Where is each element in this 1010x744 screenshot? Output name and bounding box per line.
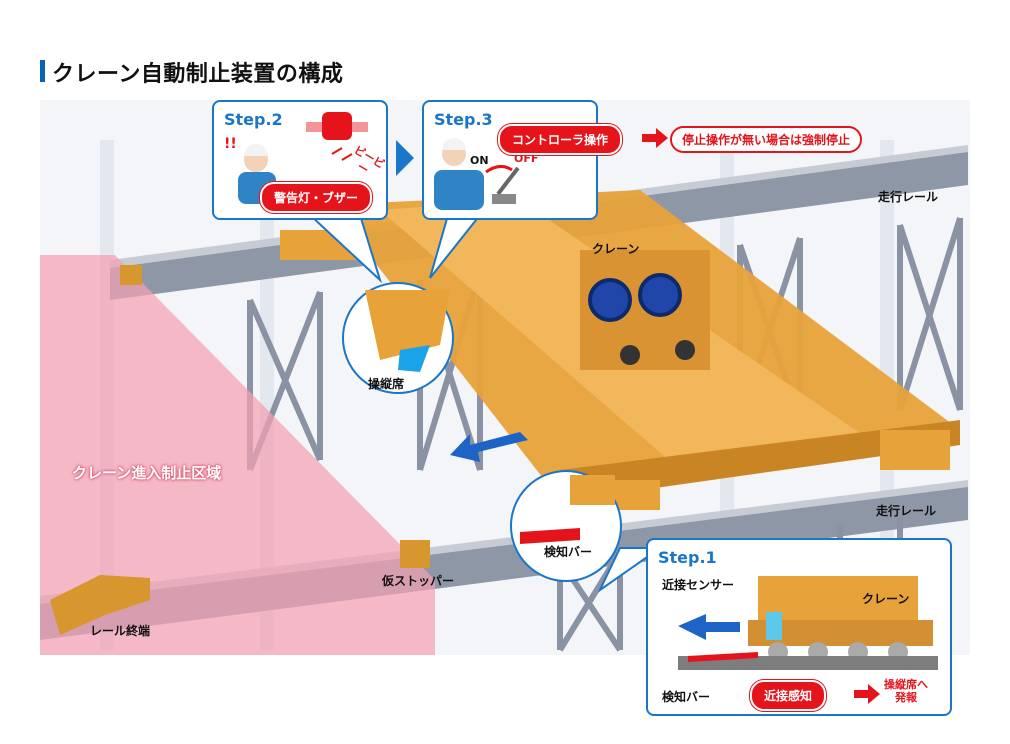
step1-direction-arrow (678, 614, 740, 640)
step2-alert-pill: 警告灯・ブザー (260, 182, 373, 213)
exclaim-mark: !! (224, 136, 237, 152)
crane-label: クレーン (592, 242, 640, 256)
rail-label-top: 走行レール (878, 190, 939, 204)
restriction-zone (40, 255, 435, 655)
rail-end-label: レール終端 (90, 624, 151, 638)
step1-crane-body (758, 576, 918, 620)
step1-bar-label: 検知バー (662, 690, 711, 704)
proximity-sensor-icon (766, 612, 782, 640)
hoist-drum-2 (638, 273, 682, 317)
step1-result-line1: 操縦席へ (884, 678, 928, 691)
cab-label: 操縦席 (368, 377, 405, 391)
step2-to-step3-arrow (396, 140, 414, 176)
step3-illustration (434, 138, 520, 210)
step3-result-arrow-icon (642, 128, 668, 148)
step3-controller-pill: コントローラ操作 (498, 124, 623, 155)
step1-result-arrow-icon (854, 684, 880, 704)
rail-label-bottom: 走行レール (876, 504, 937, 518)
temp-stopper (400, 540, 430, 568)
step1-illustration (678, 576, 938, 670)
operator-icon (434, 170, 484, 210)
on-label: ON (470, 154, 489, 167)
step1-sensor-label: 近接センサー (662, 578, 735, 592)
title-accent-bar (40, 60, 45, 82)
step1-proximity-pill: 近接感知 (750, 680, 827, 711)
page-title: クレーン自動制止装置の構成 (52, 62, 344, 87)
step1-heading: Step.1 (658, 548, 717, 567)
step3-panel: Step.3 ON OFF (422, 100, 598, 220)
step3-result-pill: 停止操作が無い場合は強制停止 (670, 126, 863, 153)
step3-heading: Step.3 (434, 110, 493, 129)
step1-panel: Step.1 近接センサー クレーン 検知バー 近接感知 操縦席へ 発報 (646, 538, 952, 716)
end-truck-right (880, 430, 950, 470)
step2-panel: Step.2 !! ビービー 警告灯・ブザー (212, 100, 388, 220)
controller-lever-icon (496, 166, 520, 196)
temp-stopper-label: 仮ストッパー (382, 574, 455, 588)
cab-sensor-box (398, 345, 430, 372)
step2-heading: Step.2 (224, 110, 283, 129)
detect-bar-mark (520, 528, 580, 544)
step1-detect-bar (688, 652, 758, 662)
step1-crane-label: クレーン (862, 592, 910, 606)
warning-light-icon (322, 112, 352, 140)
crane-direction-arrow (450, 432, 528, 462)
restriction-zone-label: クレーン進入制止区域 (72, 464, 222, 482)
step1-result-line2: 発報 (895, 691, 917, 704)
off-label: OFF (514, 152, 539, 165)
hoist-drum-1 (588, 278, 632, 322)
detect-bar-label: 検知バー (544, 545, 593, 559)
rail-end-block (50, 575, 150, 635)
